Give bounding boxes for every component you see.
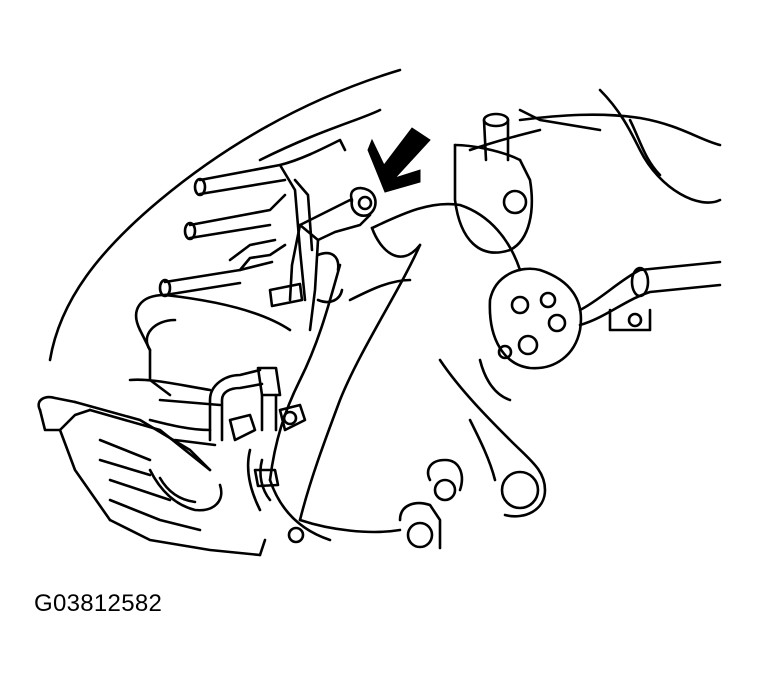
- tube-bundle: [158, 138, 347, 302]
- manifold-body: [268, 202, 522, 542]
- center-pipes: [208, 366, 307, 557]
- round-flange: [478, 267, 583, 402]
- figure-code: G03812582: [34, 590, 163, 617]
- right-housing: [518, 88, 722, 204]
- bracket-plate: [288, 186, 377, 332]
- lower-left-housing: [128, 293, 292, 447]
- left-clamp-assembly: [37, 395, 262, 557]
- lower-right-bosses: [287, 358, 547, 550]
- hose-clip: [268, 251, 344, 308]
- top-nozzle: [482, 112, 510, 162]
- arrow-pointer-icon: [367, 127, 431, 193]
- bracket-column: [453, 143, 534, 254]
- upper-housing-outline: [48, 68, 542, 362]
- right-hose: [578, 260, 722, 332]
